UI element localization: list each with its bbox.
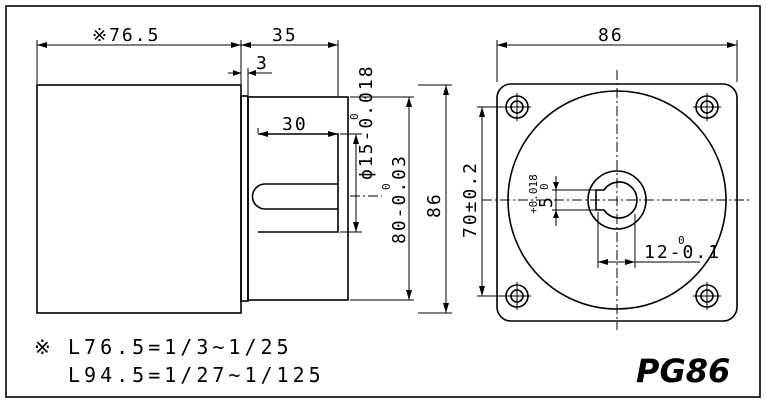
motor-body: [36, 84, 242, 314]
dim-key-height-tol: 0: [678, 234, 685, 247]
drawing-frame: [5, 5, 761, 398]
shaft-keyway: [251, 183, 338, 210]
dim-pilot-diameter-tol: 0: [380, 183, 393, 190]
bolt-hole-tl: [503, 93, 531, 121]
dim-shaft-length: 30: [282, 114, 308, 135]
dim-key-width-zero: 0: [538, 183, 551, 190]
dim-key-height: 12-0.1: [644, 242, 721, 263]
dim-front-width: 86: [598, 25, 624, 46]
dim-height: 86: [424, 192, 445, 218]
flange: [240, 95, 249, 302]
dim-shaft-diameter: ϕ15-0.018: [356, 64, 377, 180]
bolt-hole-bl: [503, 282, 531, 310]
dim-pilot-diameter: 80-0.03: [389, 154, 410, 244]
side-view: ※76.5 35 3 30 ϕ15-0.018 0 80-0.: [36, 25, 452, 314]
model-label: PG86: [636, 352, 730, 390]
note-line-2: L94.5=1/27~1/125: [68, 363, 325, 387]
bolt-hole-br: [693, 282, 721, 310]
dim-flange-thickness: 3: [256, 53, 269, 74]
note-mark: ※: [34, 335, 55, 359]
gear-head: [247, 96, 349, 301]
dim-key-width-plus: +0.018: [527, 174, 540, 214]
bolt-hole-tr: [693, 93, 721, 121]
shaft-section: [595, 181, 638, 219]
note-line-1: L76.5=1/3~1/25: [68, 335, 293, 359]
dim-shaft-diameter-tol: 0: [348, 113, 361, 120]
notes: ※ L76.5=1/3~1/25 L94.5=1/27~1/125: [34, 335, 325, 387]
dim-flange-length: 35: [272, 25, 298, 46]
dim-key-width: 5: [536, 195, 557, 208]
output-shaft: [258, 133, 339, 233]
dim-body-length: ※76.5: [92, 25, 160, 46]
front-view: 86 70±0.2 5 +0.018 0 12-0.1 0: [460, 25, 752, 330]
dim-bolt-pitch: 70±0.2: [460, 161, 481, 238]
